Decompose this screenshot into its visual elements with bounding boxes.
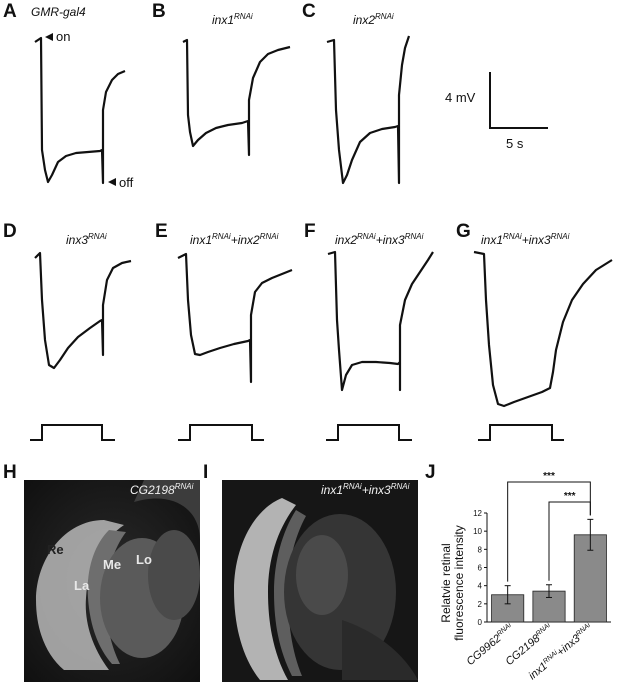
trace-c [326, 35, 411, 185]
scale-bar [489, 72, 548, 129]
panel-g-title: inx1RNAi+inx3RNAi [481, 232, 570, 247]
bar-0 [491, 594, 525, 623]
significance-bracket-0 [507, 481, 591, 582]
panel-f-title: inx2RNAi+inx3RNAi [335, 232, 424, 247]
significance-bracket-1 [548, 501, 591, 581]
scale-voltage-label: 4 mV [445, 90, 476, 105]
panel-label-a: A [3, 1, 17, 22]
panel-h-title: CG2198RNAi [130, 482, 194, 497]
on-label: on [56, 29, 71, 44]
label-lo: Lo [136, 552, 152, 567]
trace-e [177, 252, 293, 384]
micrograph-i [222, 480, 418, 682]
micrograph-h [24, 480, 200, 682]
panel-label-c: C [302, 1, 316, 22]
stimulus-d [30, 424, 115, 441]
y-tick-label-5: 10 [473, 527, 482, 536]
stimulus-g [478, 424, 564, 441]
panel-a-title: GMR-gal4 [31, 5, 86, 19]
scale-time-label: 5 s [506, 136, 524, 151]
label-la: La [74, 578, 90, 593]
off-label: off [119, 175, 134, 190]
panel-label-e: E [155, 221, 168, 242]
y-tick-label-4: 8 [478, 545, 483, 554]
trace-a [34, 36, 126, 185]
significance-label-1: *** [564, 491, 576, 502]
panel-label-g: G [456, 221, 471, 242]
panel-i-title: inx1RNAi+inx3RNAi [321, 482, 410, 497]
y-tick-label-2: 4 [478, 582, 483, 591]
on-arrow-icon [45, 33, 53, 41]
y-axis-label: Relatvie retinal fluorescence intensity [439, 525, 466, 641]
y-tick-label-3: 6 [478, 564, 483, 573]
y-tick-label-6: 12 [473, 509, 482, 518]
label-me: Me [103, 557, 122, 572]
panel-c-title: inx2RNAi [353, 12, 394, 27]
stimulus-f [326, 424, 412, 441]
trace-g [473, 250, 613, 408]
trace-d [34, 251, 132, 370]
panel-label-i: I [203, 462, 209, 483]
bar-2 [573, 534, 607, 623]
bar-1 [532, 590, 566, 623]
panel-label-d: D [3, 221, 17, 242]
y-tick-label-0: 0 [478, 618, 483, 627]
significance-label-0: *** [543, 471, 555, 482]
label-re: Re [47, 542, 64, 557]
panel-e-title: inx1RNAi+inx2RNAi [190, 232, 279, 247]
off-arrow-icon [108, 178, 116, 186]
erg-traces [30, 33, 613, 441]
panel-label-b: B [152, 1, 166, 22]
y-tick-label-1: 2 [478, 600, 483, 609]
panel-d-title: inx3RNAi [66, 232, 107, 247]
panel-label-f: F [304, 221, 316, 242]
panel-label-j: J [425, 462, 436, 483]
trace-b [182, 38, 291, 157]
stimulus-e [178, 424, 264, 441]
trace-f [327, 250, 434, 392]
panel-label-h: H [3, 462, 17, 483]
panel-b-title: inx1RNAi [212, 12, 253, 27]
